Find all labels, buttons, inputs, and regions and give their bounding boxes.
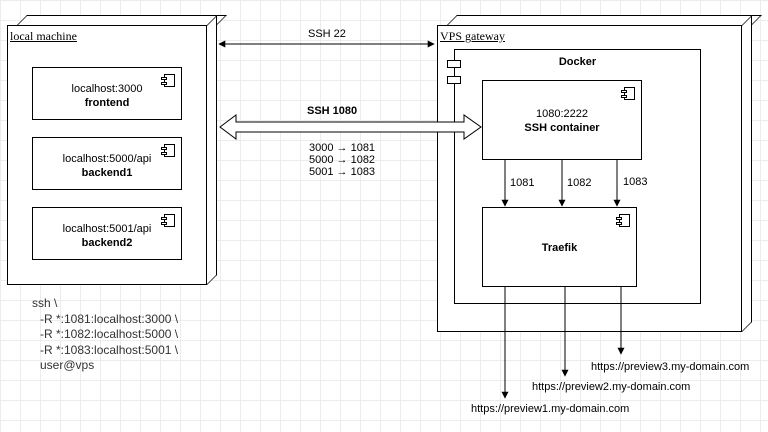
local-machine-title: local machine [10,29,77,43]
backend2-address: localhost:5001/api [62,223,152,235]
ssh-command-line: -R *:1083:localhost:5001 \ [40,342,179,357]
ssh-command-line: -R *:1082:localhost:5000 \ [40,327,179,341]
port-1081-label: 1081 [510,177,535,189]
docker-port-tab-1 [447,60,461,68]
ssh-command-line: user@vps [40,358,95,372]
ssh-container-name: SSH container [524,122,600,134]
ssh1080-label: SSH 1080 [307,105,358,117]
port-1082-label: 1082 [567,177,592,189]
component-icon [161,74,175,87]
ssh-container-component: 1080:2222 SSH container [482,80,642,160]
ssh-command-line: -R *:1081:localhost:3000 \ [40,311,179,326]
forward-3000: 3000 → 1081 [309,142,376,154]
backend2-component: localhost:5001/api backend2 [32,207,182,260]
frontend-component: localhost:3000 frontend [32,67,182,120]
backend1-address: localhost:5000/api [62,153,152,165]
ssh1080-flow-arrow [219,114,482,140]
docker-port-tab-2 [447,76,461,84]
preview1-url: https://preview1.my-domain.com [471,403,630,415]
frontend-name: frontend [84,97,130,109]
backend2-name: backend2 [81,237,133,249]
ssh22-label: SSH 22 [308,28,346,40]
docker-title: Docker [558,56,597,68]
ssh-command-block: ssh \ -R *:1081:localhost:3000 \ -R *:10… [32,296,178,374]
preview2-url: https://preview2.my-domain.com [532,381,691,393]
vps-gateway-title: VPS gateway [440,29,505,43]
backend1-component: localhost:5000/api backend1 [32,137,182,190]
ssh-container-ports: 1080:2222 [536,108,588,120]
component-icon [161,144,175,157]
traefik-name: Traefik [541,242,578,254]
backend1-name: backend1 [81,167,133,179]
traefik-component: Traefik [482,207,637,287]
frontend-address: localhost:3000 [71,83,143,95]
component-icon [616,214,630,227]
component-icon [161,214,175,227]
preview3-url: https://preview3.my-domain.com [591,361,750,373]
port-1083-label: 1083 [623,176,648,188]
forward-5001: 5001 → 1083 [309,166,376,178]
ssh-command-line: ssh \ [32,296,58,310]
component-icon [621,87,635,100]
docker-container: Docker [454,49,701,304]
forward-5000: 5000 → 1082 [309,154,376,166]
